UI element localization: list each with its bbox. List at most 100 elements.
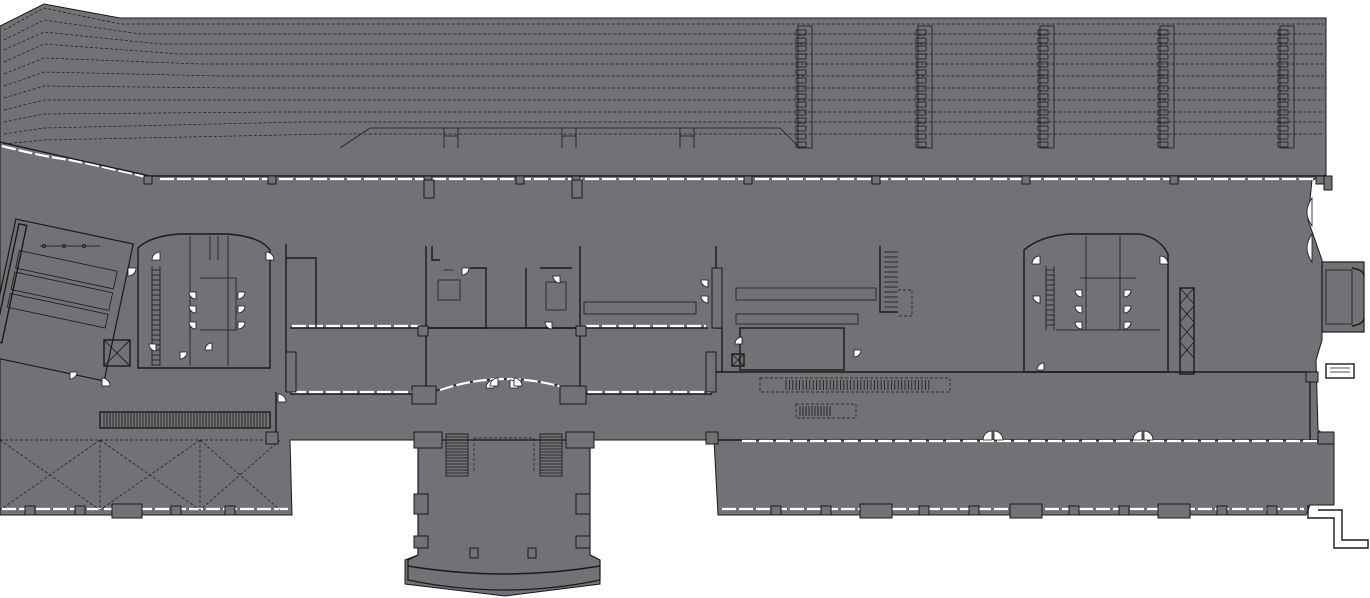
facade-column (111, 503, 143, 519)
facade-column (968, 505, 980, 516)
facade-column (143, 175, 153, 185)
riser-step (795, 133, 807, 140)
east-escalator-short (795, 403, 857, 419)
riser-step (1277, 61, 1289, 68)
riser-step (1157, 125, 1169, 132)
facade-column (1157, 503, 1191, 519)
riser-step (1157, 85, 1169, 92)
facade-column (918, 505, 930, 516)
core-door (204, 342, 213, 351)
riser-step (1157, 93, 1169, 100)
riser-step (795, 29, 807, 36)
riser-step (1157, 29, 1169, 36)
riser-step (915, 133, 927, 140)
facade-column (1009, 503, 1043, 519)
core-door (179, 351, 188, 360)
pier (1317, 431, 1335, 445)
north-facade-line (0, 141, 1326, 177)
riser-step (1277, 53, 1289, 60)
hall-door (993, 430, 1004, 441)
riser-step (1157, 69, 1169, 76)
facade-column (224, 505, 236, 516)
riser-step (1277, 133, 1289, 140)
riser-step (1037, 125, 1049, 132)
atrium-skylight (0, 439, 281, 511)
core-door (1159, 255, 1169, 265)
room-door (461, 267, 470, 276)
riser-step (795, 109, 807, 116)
riser-step (795, 37, 807, 44)
riser-frame (1279, 25, 1295, 149)
cubicle-door (1123, 321, 1132, 330)
facade-column (1169, 175, 1179, 185)
riser-step (915, 117, 927, 124)
terrace-ledge (339, 127, 801, 149)
core-door (151, 251, 161, 261)
central-dividers (425, 328, 581, 392)
riser-step (915, 37, 927, 44)
entrance-bay (407, 439, 601, 591)
facade-column (1021, 175, 1031, 185)
riser-step (795, 77, 807, 84)
cubicle-door (237, 321, 246, 330)
riser-step (795, 141, 807, 148)
facade-column (571, 179, 583, 199)
riser-step (915, 45, 927, 52)
core-door (148, 343, 157, 352)
facade-column (74, 505, 86, 516)
facade-column (24, 505, 36, 516)
pier (469, 547, 479, 559)
riser-step (795, 53, 807, 60)
east-escalator-long-treads (785, 380, 930, 390)
west-escalator (99, 411, 271, 429)
room-door (853, 349, 862, 358)
north-facade-columns (143, 175, 1325, 199)
facade-column (743, 175, 753, 185)
riser-step (1037, 109, 1049, 116)
west-lift (103, 339, 131, 367)
east-escalator-short-treads (799, 406, 831, 416)
riser-step (795, 85, 807, 92)
facade-column (1266, 505, 1278, 516)
lobby-door (513, 377, 523, 387)
riser-step (915, 125, 927, 132)
west-escalator-treads (103, 413, 267, 427)
facade-column (1068, 505, 1080, 516)
pier (705, 431, 719, 445)
riser-step (1157, 37, 1169, 44)
facade-column (1118, 505, 1130, 516)
riser-step (1157, 101, 1169, 108)
room-door (700, 295, 709, 304)
cubicle-door (237, 291, 246, 300)
facade-column (267, 175, 277, 185)
riser-step (915, 141, 927, 148)
riser-step (1037, 101, 1049, 108)
pier (413, 493, 429, 515)
room-door (734, 336, 743, 345)
toilet-core-east (1023, 233, 1195, 375)
pier (285, 351, 297, 393)
corridor-door (127, 267, 137, 277)
east-lift-detail (1330, 367, 1350, 373)
facade-column (423, 179, 435, 199)
riser-step (915, 101, 927, 108)
riser-step (1157, 61, 1169, 68)
structural-piers (265, 175, 1335, 559)
pier (575, 325, 587, 337)
riser-step (795, 117, 807, 124)
facade-column (515, 175, 525, 185)
room-door (544, 321, 553, 330)
north-glazing-west (1, 144, 151, 180)
riser-step (915, 109, 927, 116)
east-annex (1321, 261, 1365, 333)
riser-frame (1039, 25, 1055, 149)
riser-step (1037, 141, 1049, 148)
riser-step (1157, 117, 1169, 124)
riser-step (1037, 85, 1049, 92)
riser-step (915, 85, 927, 92)
riser-step (795, 101, 807, 108)
riser-step (1037, 77, 1049, 84)
entrance-arc (407, 565, 601, 575)
